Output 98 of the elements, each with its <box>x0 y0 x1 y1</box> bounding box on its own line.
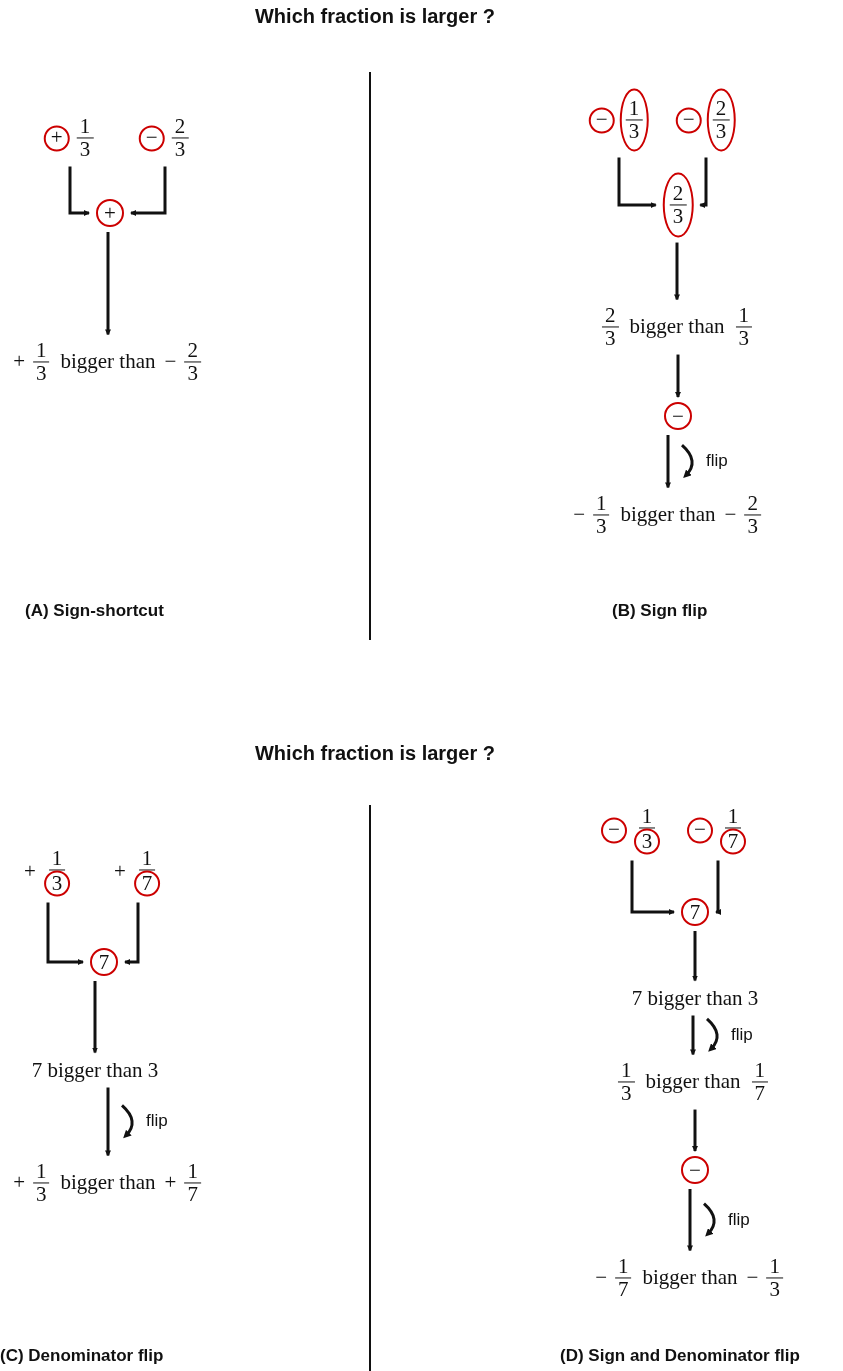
arrow <box>46 902 84 965</box>
comparison-text: 7 bigger than 3 <box>31 1057 159 1083</box>
numerator: 1 <box>617 1059 635 1083</box>
numerator: 2 <box>601 304 619 328</box>
sign-symbol: − <box>746 1265 759 1291</box>
denominator: 3 <box>173 138 187 161</box>
circled-denominator: 3 <box>43 870 70 897</box>
numerator: 1 <box>592 492 610 516</box>
relation-text: bigger than <box>620 502 716 528</box>
denominator: 3 <box>627 120 641 143</box>
arrow <box>105 232 111 336</box>
sign-symbol: + <box>164 1170 177 1196</box>
numerator: 1 <box>724 805 742 829</box>
circled-sign: − <box>681 1156 709 1184</box>
arrow <box>130 166 167 216</box>
denominator: 3 <box>603 327 617 350</box>
numerator: 1 <box>184 1160 201 1184</box>
numerator: 2 <box>669 182 687 206</box>
sign-symbol: − <box>595 1265 607 1291</box>
arrow <box>105 1087 111 1157</box>
panel-caption: (B) Sign flip <box>612 601 708 621</box>
denominator: 3 <box>186 362 199 385</box>
denominator: 3 <box>34 1183 48 1206</box>
circled-sign: + <box>43 125 70 151</box>
circled-sign: 7 <box>90 948 118 976</box>
numerator: 1 <box>625 97 643 121</box>
denominator: 3 <box>594 515 608 538</box>
circled-denominator: 7 <box>133 870 160 897</box>
numerator: 1 <box>138 847 156 871</box>
heading: Which fraction is larger ? <box>255 742 495 765</box>
arrow <box>699 157 708 208</box>
sign-symbol: − <box>573 502 585 528</box>
denominator: 3 <box>619 1082 633 1105</box>
arrow <box>675 354 681 398</box>
relation-text: bigger than <box>645 1069 741 1095</box>
sign-symbol: + <box>13 1170 25 1196</box>
circled-denominator: 3 <box>634 828 660 855</box>
panel-caption: (A) Sign-shortcut <box>25 601 164 621</box>
arrow <box>665 435 671 489</box>
circled-sign: 7 <box>681 898 709 926</box>
arrow <box>690 1015 696 1056</box>
panel-caption: (D) Sign and Denominator flip <box>560 1346 800 1366</box>
numerator: 2 <box>712 97 730 121</box>
denominator: 3 <box>671 205 685 228</box>
circled-sign: + <box>96 199 124 227</box>
numerator: 1 <box>48 847 66 871</box>
numerator: 1 <box>32 1160 50 1184</box>
circled-sign: − <box>601 817 627 843</box>
relation-text: bigger than <box>60 1170 156 1196</box>
panel-caption: (C) Denominator flip <box>0 1346 164 1366</box>
sign-symbol: + <box>24 859 36 885</box>
sign-symbol: − <box>164 349 177 375</box>
sign-symbol: + <box>13 349 25 375</box>
arrow <box>715 860 721 915</box>
circled-denominator: 7 <box>720 828 746 855</box>
numerator: 2 <box>184 339 201 363</box>
numerator: 1 <box>32 339 50 363</box>
relation-text: bigger than <box>60 349 156 375</box>
sign-symbol: + <box>114 859 126 885</box>
numerator: 1 <box>735 304 753 328</box>
arrow <box>617 157 657 208</box>
heading: Which fraction is larger ? <box>255 5 495 28</box>
comparison-text: 7 bigger than 3 <box>631 985 759 1011</box>
numerator: 1 <box>638 805 656 829</box>
circled-sign: − <box>138 125 165 151</box>
denominator: 7 <box>616 1278 630 1301</box>
arrow <box>68 166 90 216</box>
sign-symbol: − <box>724 502 737 528</box>
denominator: 3 <box>34 362 48 385</box>
numerator: 2 <box>171 115 189 139</box>
relation-text: bigger than <box>629 314 725 340</box>
denominator: 7 <box>186 1183 199 1206</box>
circled-sign: − <box>687 817 713 843</box>
numerator: 1 <box>614 1255 632 1279</box>
arrow <box>674 242 680 301</box>
edge-label: flip <box>144 1111 170 1132</box>
denominator: 7 <box>753 1082 767 1105</box>
circled-fraction <box>662 172 694 238</box>
numerator: 2 <box>744 492 761 516</box>
denominator: 3 <box>768 1278 781 1301</box>
denominator: 3 <box>78 138 92 161</box>
denominator: 3 <box>746 515 759 538</box>
circled-sign: − <box>675 107 702 133</box>
numerator: 1 <box>76 115 94 139</box>
arrow <box>92 981 98 1054</box>
denominator: 3 <box>737 327 751 350</box>
arrow <box>692 1109 698 1152</box>
arrow <box>687 1189 693 1252</box>
numerator: 1 <box>766 1255 783 1279</box>
circled-sign: − <box>664 402 692 430</box>
denominator: 3 <box>714 120 728 143</box>
arrow <box>124 902 140 965</box>
edge-label: flip <box>704 451 730 472</box>
arrow <box>692 931 698 982</box>
relation-text: bigger than <box>642 1265 738 1291</box>
numerator: 1 <box>751 1059 769 1083</box>
circled-sign: − <box>588 107 615 133</box>
arrow <box>630 860 675 915</box>
